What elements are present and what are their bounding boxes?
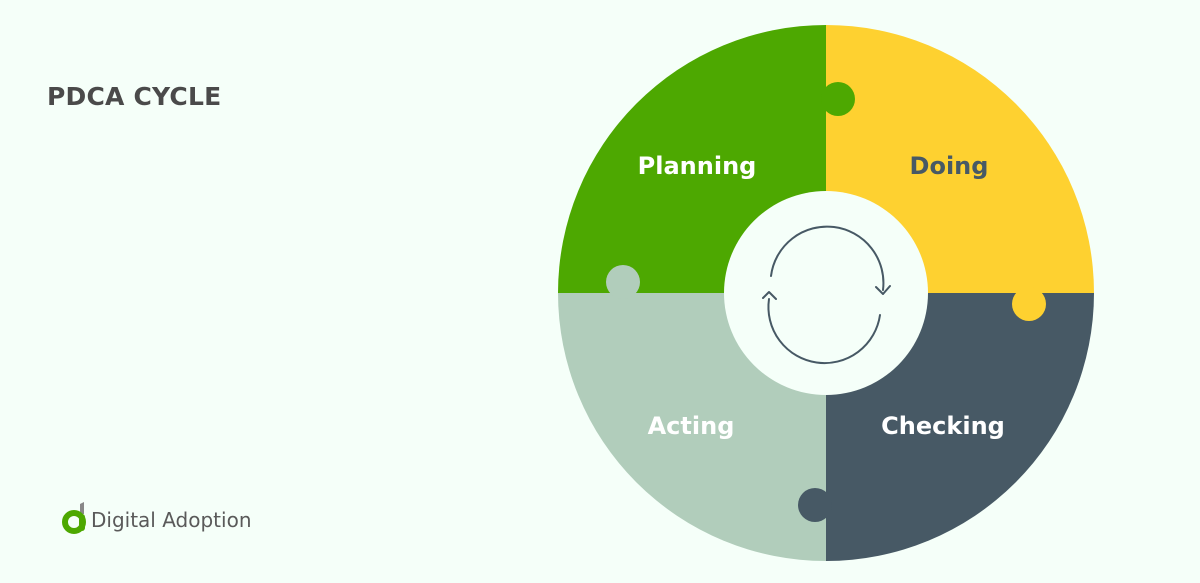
knob-checking <box>798 488 832 522</box>
cycle-arrows-icon <box>762 225 891 365</box>
page-title: PDCA CYCLE <box>47 82 222 111</box>
digital-adoption-logo: Digital Adoption <box>62 502 252 534</box>
knob-planning <box>821 82 855 116</box>
logo-text: Digital Adoption <box>91 508 252 532</box>
label-checking: Checking <box>881 412 1005 440</box>
knob-doing <box>1012 287 1046 321</box>
knob-acting <box>606 265 640 299</box>
label-doing: Doing <box>910 152 989 180</box>
label-acting: Acting <box>648 412 735 440</box>
digital-adoption-logo-icon <box>62 502 86 534</box>
center-circle <box>724 191 928 395</box>
label-planning: Planning <box>638 152 757 180</box>
